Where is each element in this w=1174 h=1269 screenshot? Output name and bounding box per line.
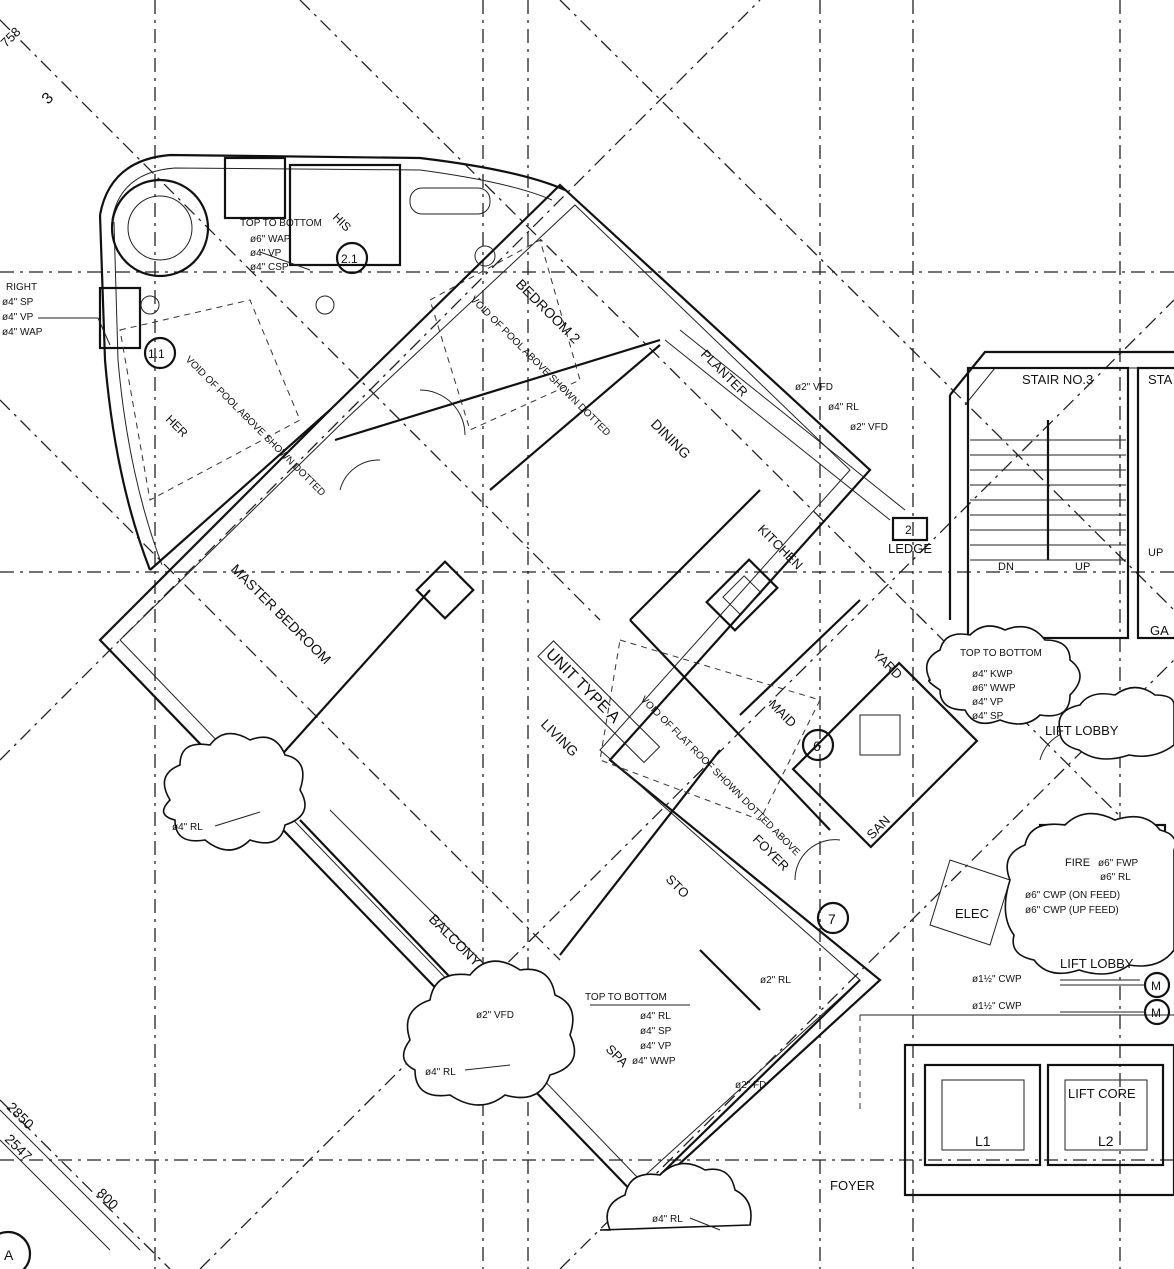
pipe-6wap: ø6" WAP xyxy=(250,234,291,245)
pipe-4rl-1: ø4" RL xyxy=(828,402,859,413)
up-label: UP xyxy=(1075,561,1090,573)
pipe-6wwp: ø6" WWP xyxy=(972,683,1016,694)
pipe-4rl-5: ø4" RL xyxy=(652,1214,683,1225)
marker-2-1: 2.1 xyxy=(341,252,358,266)
pipe-4wwp-d: ø4" WWP xyxy=(632,1056,676,1067)
foyer2-label: FOYER xyxy=(830,1178,875,1193)
unit-type-label: UNIT TYPE A xyxy=(542,646,623,727)
dim-3: 3 xyxy=(39,89,57,107)
pipe-2fd: ø2" FD xyxy=(735,1080,766,1091)
bedroom2-label: BEDROOM 2 xyxy=(513,276,584,347)
pipe-top-to-bottom-3: TOP TO BOTTOM xyxy=(585,992,667,1003)
grid-bubble-a: A xyxy=(4,1247,14,1263)
marker-labels: 1.1 2.1 6 7 2 A M M xyxy=(4,252,1161,1263)
pipe-4vp-c: ø4" VP xyxy=(972,697,1004,708)
marker-7: 7 xyxy=(828,911,836,927)
pipe-cwp-2: ø1½" CWP xyxy=(972,1001,1022,1012)
pipe-6cwp-on: ø6" CWP (ON FEED) xyxy=(1025,890,1120,901)
revision-clouds xyxy=(162,625,1174,1231)
pipe-4sp-c: ø4" SP xyxy=(972,711,1004,722)
master-bedroom-label: MASTER BEDROOM xyxy=(228,561,334,667)
building-core xyxy=(859,350,1174,1197)
lift-l1-label: L1 xyxy=(975,1133,991,1149)
pipe-4vp-d: ø4" VP xyxy=(640,1041,672,1052)
pipe-right: RIGHT xyxy=(6,282,37,293)
stair-label: STAIR NO.3 xyxy=(1022,372,1093,387)
pipe-cwp-1: ø1½" CWP xyxy=(972,974,1022,985)
kitchen-label: KITCHEN xyxy=(755,522,806,573)
pipe-2vfd-2: ø2" VFD xyxy=(850,422,888,433)
pipe-4wap: ø4" WAP xyxy=(2,327,43,338)
note-living: VOID OF FLAT ROOF SHOWN DOTTED ABOVE xyxy=(638,694,802,858)
pipe-2vfd-1: ø2" VFD xyxy=(795,382,833,393)
pipe-6rl: ø6" RL xyxy=(1100,872,1131,883)
meter-1: M xyxy=(1151,979,1161,993)
meter-2: M xyxy=(1151,1006,1161,1020)
ledge-label: LEDGE xyxy=(888,541,932,556)
stair-cut-label: STA xyxy=(1148,372,1173,387)
dn-label: DN xyxy=(998,561,1014,573)
pipe-4sp: ø4" SP xyxy=(2,297,34,308)
dining-label: DINING xyxy=(648,416,694,462)
pipe-4csp: ø4" CSP xyxy=(250,262,289,273)
room-labels: BEDROOM 2 DINING KITCHEN MASTER BEDROOM … xyxy=(163,210,989,1193)
pipe-6fwp: ø6" FWP xyxy=(1098,858,1139,869)
core-labels: STAIR NO.3 STA DN UP UP GA LIFT LOBBY LI… xyxy=(975,372,1173,1149)
spa-label: SPA xyxy=(603,1042,632,1071)
up2-label: UP xyxy=(1148,547,1163,559)
pipe-labels: RIGHT ø4" SP ø4" VP ø4" WAP TOP TO BOTTO… xyxy=(2,218,1139,1225)
pipe-4sp-d: ø4" SP xyxy=(640,1026,672,1037)
pipe-4rl-4: ø4" RL xyxy=(640,1011,671,1022)
pipe-4rl-2: ø4" RL xyxy=(172,822,203,833)
her-label: HER xyxy=(163,412,191,440)
dim-2850: 2850 xyxy=(4,1099,37,1132)
elec-label: ELEC xyxy=(955,906,989,921)
lift-lobby-1-label: LIFT LOBBY xyxy=(1045,723,1119,738)
pipe-2rl: ø2" RL xyxy=(760,975,791,986)
lift-lobby-2-label: LIFT LOBBY xyxy=(1060,956,1134,971)
pipe-4vp-b: ø4" VP xyxy=(250,248,282,259)
marker-1-1: 1.1 xyxy=(148,347,165,361)
note-bedroom2: VOID OF POOL ABOVE SHOWN DOTTED xyxy=(468,294,612,438)
pipe-top-to-bottom-2: TOP TO BOTTOM xyxy=(960,648,1042,659)
pipe-fire: FIRE xyxy=(1065,857,1090,869)
lift-l2-label: L2 xyxy=(1098,1133,1114,1149)
sto-label: STO xyxy=(663,872,692,901)
pipe-4vp: ø4" VP xyxy=(2,312,34,323)
reference-markers xyxy=(0,241,1171,1269)
pipe-4rl-3: ø4" RL xyxy=(425,1067,456,1078)
maid-label: MAID xyxy=(766,697,800,731)
san-label: SAN xyxy=(864,813,894,843)
pipe-2vfd-3: ø2" VFD xyxy=(476,1010,514,1021)
marker-6: 6 xyxy=(813,738,821,754)
marker-2: 2 xyxy=(905,523,912,537)
ga-label: GA xyxy=(1150,623,1169,638)
pipe-4kwp: ø4" KWP xyxy=(972,669,1013,680)
dim-758: 758 xyxy=(0,24,23,50)
his-label: HIS xyxy=(330,210,354,234)
lift-core-label: LIFT CORE xyxy=(1068,1086,1136,1101)
unit-walls xyxy=(98,153,1081,1202)
leader-lines xyxy=(38,251,1145,1231)
pipe-top-to-bottom-1: TOP TO BOTTOM xyxy=(240,218,322,229)
living-label: LIVING xyxy=(538,716,582,760)
pipe-6cwp-up: ø6" CWP (UP FEED) xyxy=(1025,905,1119,916)
dimension-labels: 2850 2547 800 758 3 xyxy=(0,24,141,1251)
